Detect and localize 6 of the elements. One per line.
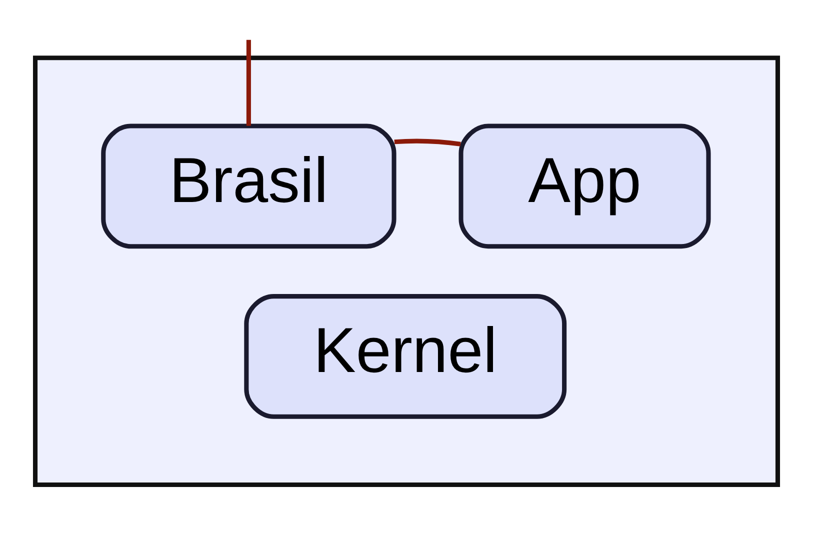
cluster [32, 56, 780, 488]
connector [246, 40, 251, 126]
connector [394, 138, 461, 146]
node-box: App [458, 124, 711, 249]
node-box: Brasil [101, 124, 396, 249]
node-box: Kernel [244, 294, 567, 419]
